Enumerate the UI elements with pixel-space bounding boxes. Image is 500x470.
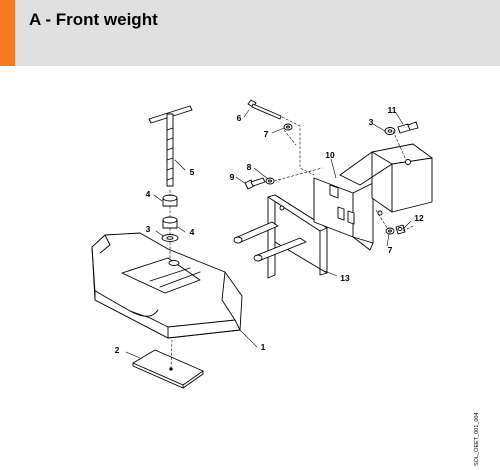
support-plate-with-rods [233, 194, 328, 279]
t-bolt [148, 105, 193, 187]
callout-4-upper: 4 [145, 188, 151, 199]
callout-13: 13 [340, 272, 350, 283]
callout-4-lower: 4 [189, 226, 195, 237]
front-bracket [313, 143, 433, 251]
long-bolt [247, 99, 282, 120]
washer-right [384, 127, 396, 135]
leader-lines [125, 109, 412, 359]
nut-upper [162, 194, 178, 207]
callout-9: 9 [229, 171, 235, 182]
page-title: A - Front weight [29, 10, 158, 29]
washer-middle [265, 177, 275, 185]
callout-11: 11 [387, 104, 397, 115]
parts-diagram: 1 2 3 3 4 4 5 6 7 7 8 9 10 11 12 13 SOL_… [0, 66, 500, 466]
callout-3-left: 3 [145, 223, 151, 234]
nut-lower [162, 216, 178, 229]
accent-bar [0, 0, 15, 66]
washer-left [161, 234, 179, 242]
callout-10: 10 [325, 149, 335, 160]
callout-6: 6 [236, 112, 242, 123]
nut-lower-right [395, 224, 406, 235]
callout-3-right: 3 [368, 116, 374, 127]
assembly-lines [169, 116, 414, 370]
front-weight-block [91, 232, 243, 339]
callout-8: 8 [246, 161, 252, 172]
exploded-view-drawing [91, 99, 433, 389]
bolt-upper-right [397, 121, 419, 134]
clip-plate [132, 349, 204, 389]
callout-7-lower: 7 [387, 244, 393, 255]
bolt-middle [244, 177, 266, 190]
callout-1: 1 [260, 341, 266, 352]
washer-lower-right [385, 227, 395, 235]
callout-7-upper: 7 [263, 128, 269, 139]
page-header: A - Front weight [0, 0, 500, 66]
callout-5: 5 [189, 166, 195, 177]
callout-2: 2 [114, 344, 120, 355]
callout-12: 12 [414, 212, 424, 223]
drawing-reference-code: SOL_OEET_001_004 [474, 412, 480, 466]
washer-upper [283, 123, 293, 131]
